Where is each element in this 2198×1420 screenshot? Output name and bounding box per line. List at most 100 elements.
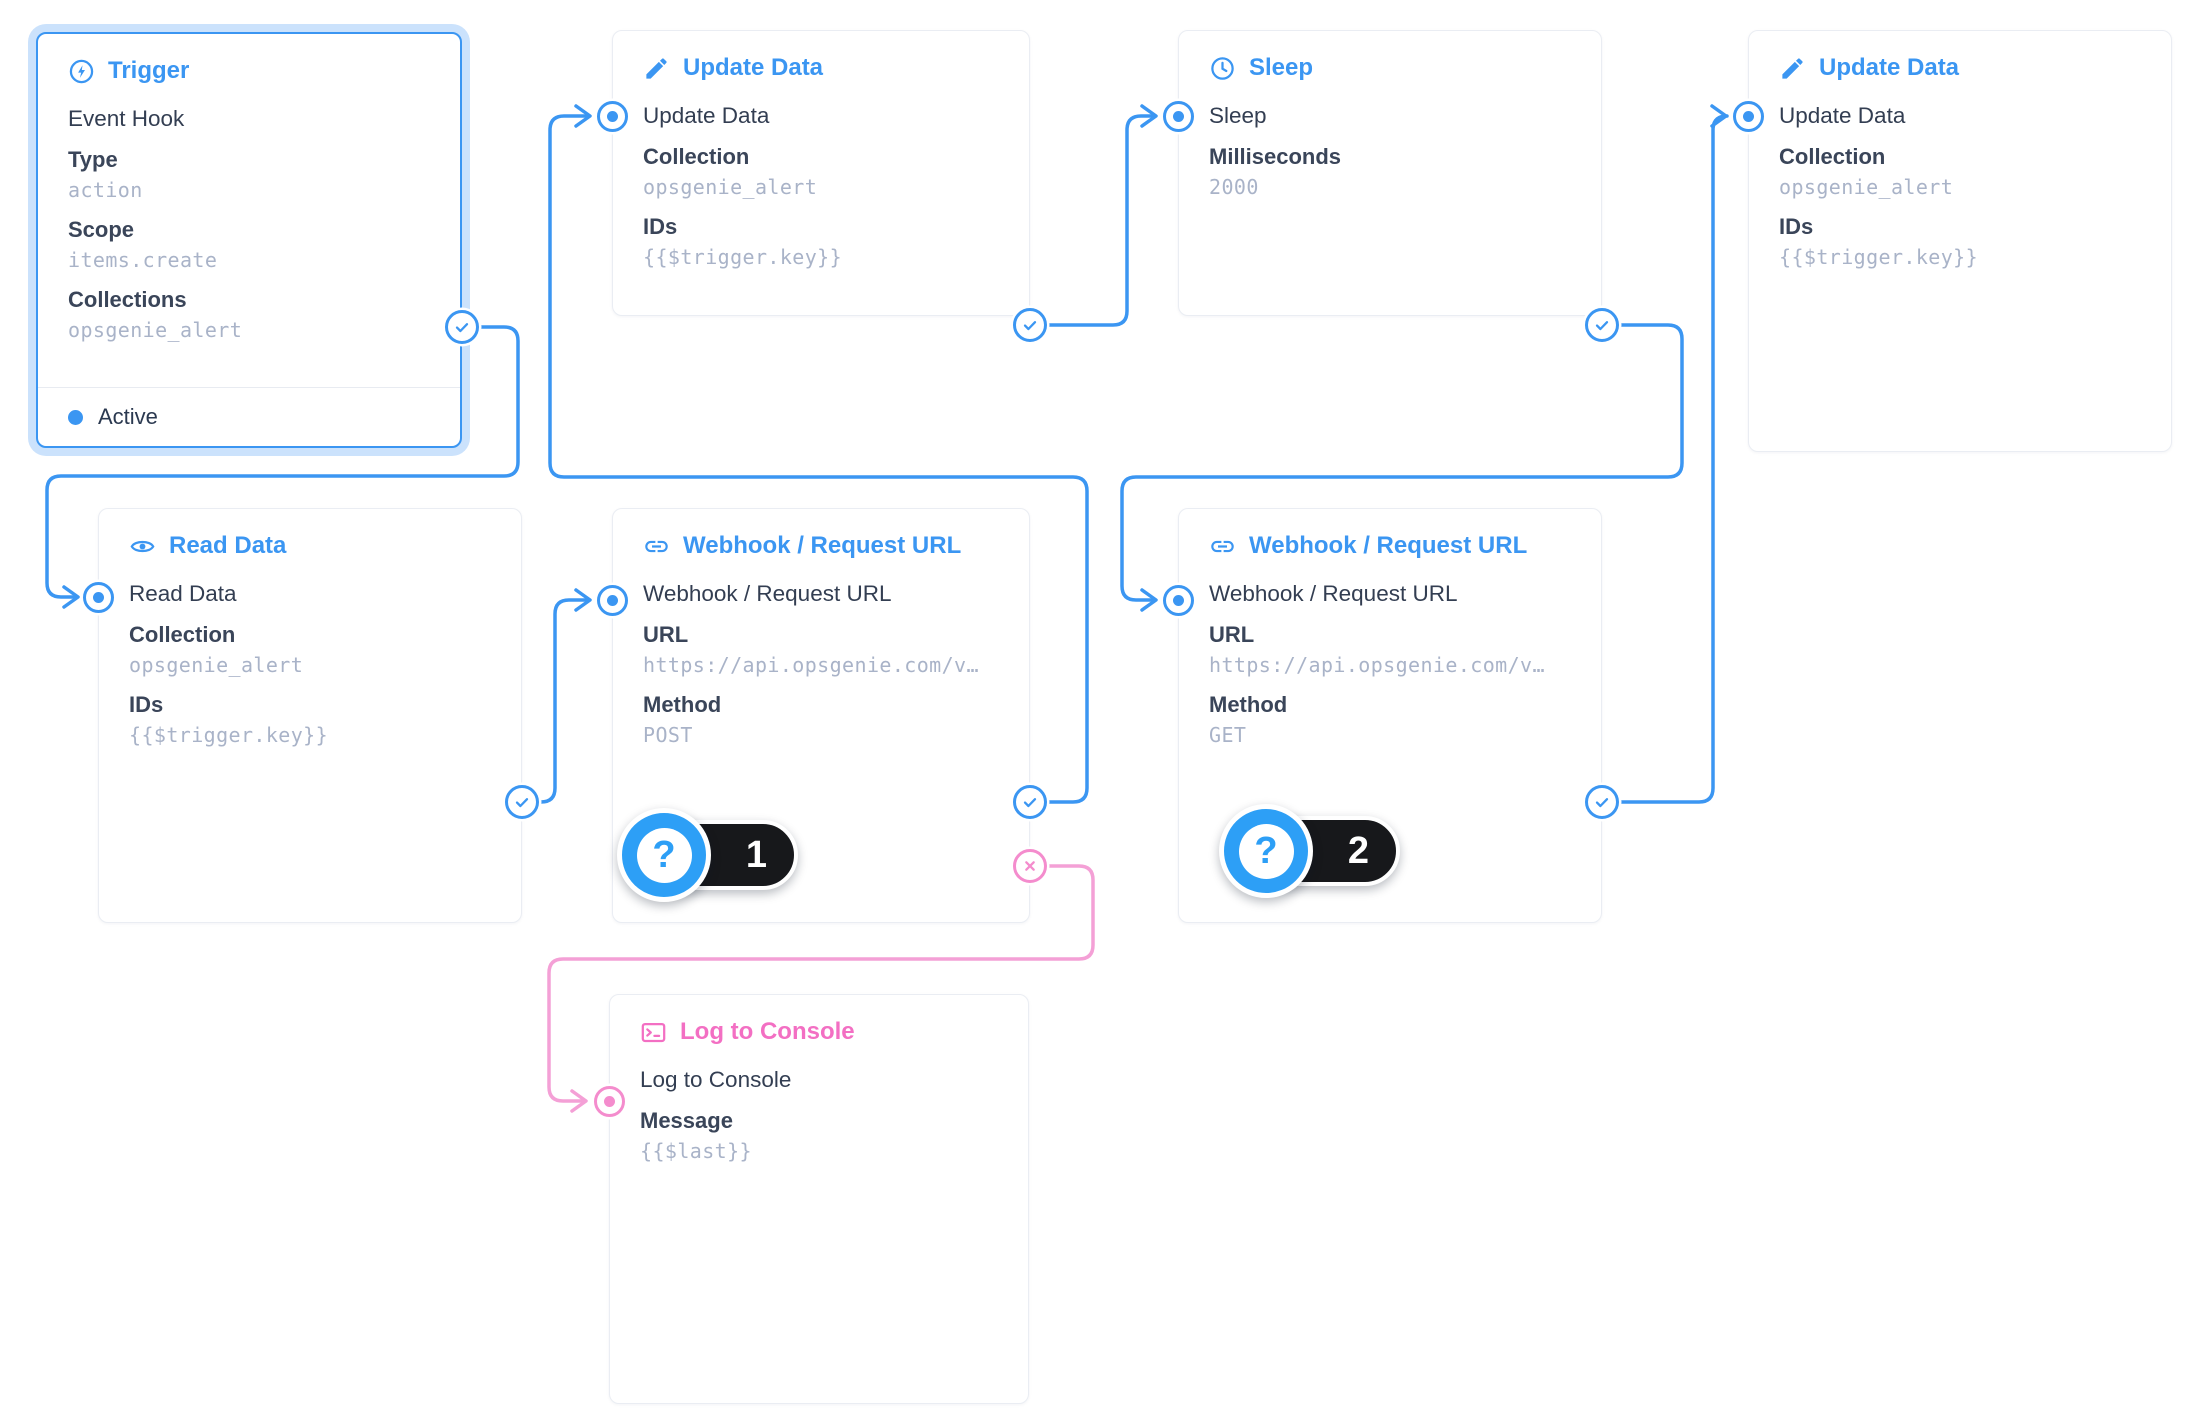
- reject-port-webhook-1[interactable]: [1013, 849, 1047, 883]
- node-operation-name: Webhook / Request URL: [1209, 581, 1458, 606]
- input-port-update-data-1[interactable]: [596, 100, 628, 132]
- node-title: Update Data: [1819, 54, 1960, 81]
- wire-read-data-resolve-to-webhook-1: [538, 598, 588, 804]
- check-icon: [1592, 315, 1612, 335]
- port-dot: [606, 594, 618, 606]
- port-dot: [1172, 110, 1184, 122]
- resolve-port-trigger[interactable]: [445, 310, 479, 344]
- field-label: Method: [1209, 692, 1288, 717]
- field-label: Collection: [1779, 144, 1886, 169]
- input-port-webhook-1[interactable]: [596, 584, 628, 616]
- field-value: 2000: [1209, 175, 1259, 199]
- link-icon: [1209, 533, 1236, 560]
- node-header: Log to Console: [610, 995, 1028, 1046]
- field-value: {{$last}}: [640, 1139, 752, 1163]
- port-dot: [606, 110, 618, 122]
- node-title: Log to Console: [680, 1018, 855, 1045]
- port-dot: [92, 591, 104, 603]
- node-title: Webhook / Request URL: [1249, 532, 1528, 559]
- link-icon: [643, 533, 670, 560]
- check-icon: [1592, 792, 1612, 812]
- resolve-port-update-data-1[interactable]: [1013, 308, 1047, 342]
- arrowhead-icon: [574, 104, 592, 128]
- node-operation-name: Update Data: [1779, 103, 1906, 128]
- field-label: IDs: [129, 692, 164, 717]
- wire-update-data-1-resolve-to-sleep: [1046, 114, 1154, 327]
- input-port-log-console[interactable]: [593, 1085, 625, 1117]
- status-label: Active: [98, 404, 158, 429]
- field-label: Collections: [68, 287, 187, 312]
- terminal-icon: [640, 1019, 667, 1046]
- node-title: Update Data: [683, 54, 824, 81]
- node-operation-name: Read Data: [129, 581, 237, 606]
- input-port-sleep[interactable]: [1162, 100, 1194, 132]
- node-header: Sleep: [1179, 31, 1601, 82]
- field-label: Type: [68, 147, 118, 172]
- field-value: action: [68, 178, 143, 202]
- resolve-port-read-data[interactable]: [505, 785, 539, 819]
- node-title: Webhook / Request URL: [683, 532, 962, 559]
- active-status-dot: [68, 409, 83, 425]
- pencil-icon: [1779, 55, 1806, 82]
- field-label: Collection: [129, 622, 236, 647]
- question-mark-badge-webhook-2[interactable]: ?: [1219, 804, 1313, 898]
- port-dot: [603, 1095, 615, 1107]
- port-dot: [1742, 110, 1754, 122]
- arrowhead-icon: [1140, 104, 1158, 128]
- x-icon: [1020, 856, 1040, 876]
- check-icon: [452, 317, 472, 337]
- node-operation-name: Webhook / Request URL: [643, 581, 892, 606]
- clock-icon: [1209, 55, 1236, 82]
- resolve-port-webhook-2[interactable]: [1585, 785, 1619, 819]
- arrowhead-icon: [1140, 588, 1158, 612]
- bolt-circle-icon: [68, 58, 95, 85]
- node-header: Read Data: [99, 509, 521, 560]
- arrowhead-icon: [1710, 104, 1728, 128]
- field-label: Scope: [68, 217, 135, 242]
- trigger-status-footer: Active: [38, 387, 460, 446]
- field-value: opsgenie_alert: [1779, 175, 1954, 199]
- field-value: {{$trigger.key}}: [1779, 245, 1979, 269]
- question-mark-badge-webhook-1[interactable]: ?: [617, 808, 711, 902]
- input-port-read-data[interactable]: [82, 581, 114, 613]
- field-value: POST: [643, 723, 693, 747]
- arrowhead-icon: [62, 585, 80, 609]
- check-icon: [512, 792, 532, 812]
- input-port-webhook-2[interactable]: [1162, 584, 1194, 616]
- arrowhead-icon: [570, 1089, 588, 1113]
- wire-webhook-2-resolve-to-update-data-2: [1618, 114, 1729, 804]
- port-dot: [1172, 594, 1184, 606]
- node-header: Webhook / Request URL: [1179, 509, 1601, 560]
- field-label: Collection: [643, 144, 750, 169]
- field-value: opsgenie_alert: [129, 653, 304, 677]
- node-operation-name: Update Data: [643, 103, 770, 128]
- field-value: opsgenie_alert: [68, 318, 243, 342]
- resolve-port-sleep[interactable]: [1585, 308, 1619, 342]
- node-operation-name: Sleep: [1209, 103, 1267, 128]
- input-port-update-data-2[interactable]: [1732, 100, 1764, 132]
- field-label: URL: [1209, 622, 1255, 647]
- field-value: {{$trigger.key}}: [129, 723, 329, 747]
- question-mark-icon: ?: [1238, 823, 1294, 879]
- field-label: IDs: [1779, 214, 1814, 239]
- check-icon: [1020, 792, 1040, 812]
- field-value: https://api.opsgenie.com/v…: [643, 653, 979, 677]
- check-icon: [1020, 315, 1040, 335]
- badge-number: 2: [1347, 829, 1369, 872]
- field-label: Milliseconds: [1209, 144, 1342, 169]
- resolve-port-webhook-1[interactable]: [1013, 785, 1047, 819]
- pencil-icon: [643, 55, 670, 82]
